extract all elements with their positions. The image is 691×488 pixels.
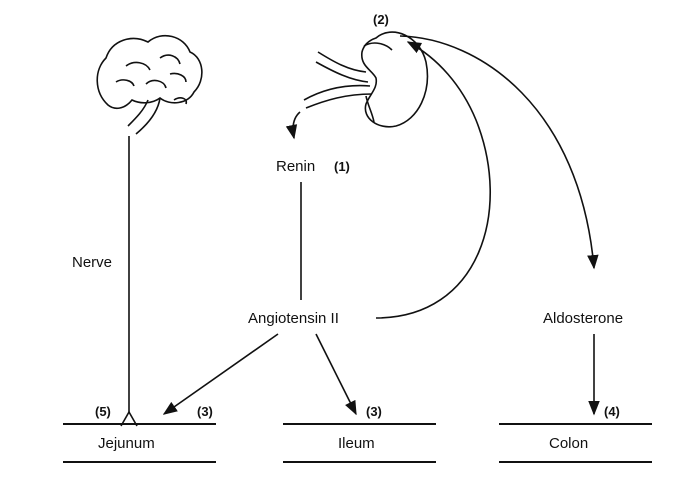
angiotensin-to-jejunum-arrow: [162, 333, 279, 415]
kidney-to-aldosterone-arrow: [399, 35, 599, 270]
jejunum-nerve-number: (5): [95, 404, 111, 419]
brain-icon: [96, 34, 203, 135]
jejunum-label: Jejunum: [98, 435, 155, 452]
angiotensin-to-ileum-arrow: [315, 333, 357, 416]
renin-label: Renin: [276, 158, 315, 175]
jejunum-segment: [63, 423, 216, 463]
renin-number: (1): [334, 159, 350, 174]
kidney-number: (2): [373, 12, 389, 27]
angiotensin-label: Angiotensin II: [248, 310, 339, 327]
angiotensin-to-kidney-arrow: [375, 41, 491, 319]
colon-segment: [499, 423, 652, 463]
nerve-ending: [120, 410, 138, 427]
colon-label: Colon: [549, 435, 588, 452]
nerve-label: Nerve: [72, 254, 112, 271]
ileum-label: Ileum: [338, 435, 375, 452]
aldosterone-label: Aldosterone: [543, 310, 623, 327]
ileum-segment: [283, 423, 436, 463]
ileum-number: (3): [366, 404, 382, 419]
jejunum-angiotensin-number: (3): [197, 404, 213, 419]
colon-number: (4): [604, 404, 620, 419]
kidney-to-renin-arrow: [285, 111, 301, 140]
kidney-icon: [303, 31, 429, 128]
